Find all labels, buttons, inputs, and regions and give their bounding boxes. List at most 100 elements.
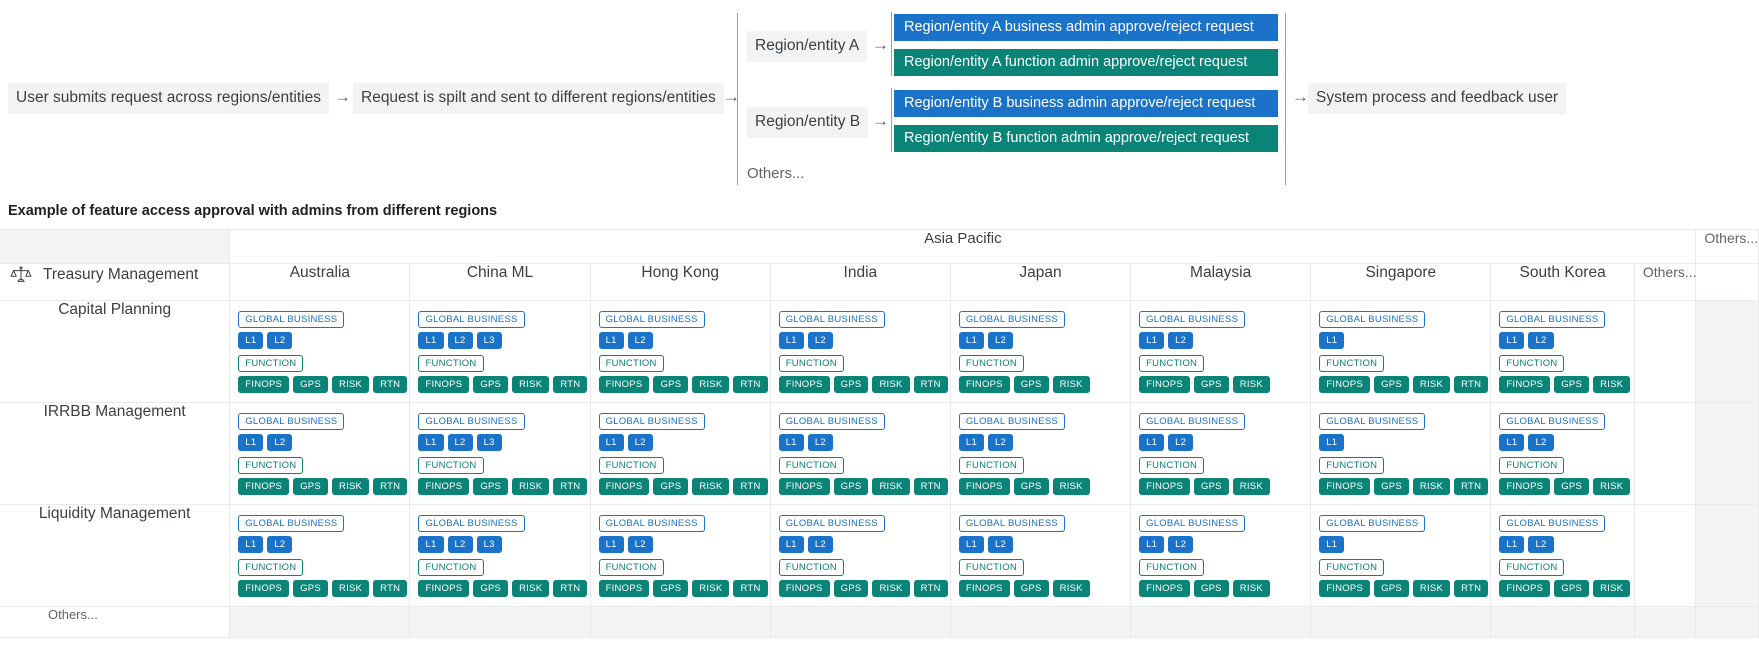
function-badge[interactable]: RISK [1593,478,1631,495]
country-header-japan[interactable]: Japan [949,263,1132,301]
matrix-cell-others[interactable] [1633,300,1697,403]
country-header-south-korea[interactable]: South Korea [1490,263,1635,301]
function-badge[interactable]: RISK [512,478,550,495]
function-badge[interactable]: FINOPS [1139,580,1190,597]
function-badge[interactable]: RTN [1454,580,1489,597]
function-badge[interactable]: FINOPS [598,376,650,393]
function-badge[interactable]: GPS [1013,376,1049,393]
function-badge[interactable]: FINOPS [778,580,830,597]
function-badge[interactable]: RISK [1412,580,1451,597]
function-badge[interactable]: FINOPS [778,478,830,495]
function-badge[interactable]: GPS [473,580,509,597]
business-badge[interactable]: L2 [1168,536,1194,553]
function-badge[interactable]: RISK [331,580,370,597]
function-badge[interactable]: FINOPS [1319,580,1371,597]
business-badge[interactable]: L3 [476,536,502,553]
business-badge[interactable]: L1 [238,332,264,349]
country-header-singapore[interactable]: Singapore [1310,263,1492,301]
function-badge[interactable]: FINOPS [238,376,290,393]
function-badge[interactable]: FINOPS [1499,376,1551,393]
function-badge[interactable]: RTN [913,376,948,393]
function-badge[interactable]: GPS [1193,376,1229,393]
business-badge[interactable]: L3 [476,332,502,349]
function-badge[interactable]: FINOPS [958,376,1010,393]
function-badge[interactable]: RISK [331,478,370,495]
function-badge[interactable]: FINOPS [238,580,290,597]
matrix-cell-others[interactable] [1633,504,1697,607]
business-badge[interactable]: L1 [958,536,984,553]
business-badge[interactable]: L2 [447,434,473,451]
function-badge[interactable]: FINOPS [418,376,470,393]
business-badge[interactable]: L1 [418,332,444,349]
business-badge[interactable]: L2 [807,332,833,349]
business-badge[interactable]: L2 [807,536,833,553]
function-badge[interactable]: RISK [872,376,910,393]
business-badge[interactable]: L1 [598,332,624,349]
business-badge[interactable]: L1 [1499,536,1525,553]
function-badge[interactable]: RISK [1593,376,1631,393]
function-badge[interactable]: FINOPS [418,478,470,495]
business-badge[interactable]: L1 [958,434,984,451]
function-badge[interactable]: FINOPS [1319,478,1371,495]
business-badge[interactable]: L2 [987,434,1014,451]
business-badge[interactable]: L1 [1499,434,1525,451]
function-badge[interactable]: GPS [833,376,869,393]
business-badge[interactable]: L1 [1319,332,1345,349]
function-badge[interactable]: GPS [1374,478,1409,495]
business-badge[interactable]: L2 [447,332,473,349]
business-badge[interactable]: L2 [807,434,833,451]
function-badge[interactable]: RISK [1593,580,1631,597]
function-badge[interactable]: FINOPS [1499,478,1551,495]
business-badge[interactable]: L2 [1168,332,1194,349]
function-badge[interactable]: RTN [373,376,408,393]
function-badge[interactable]: GPS [833,580,869,597]
function-badge[interactable]: RTN [1454,478,1489,495]
function-badge[interactable]: RISK [1232,580,1270,597]
business-badge[interactable]: L1 [418,434,444,451]
function-badge[interactable]: RTN [913,478,948,495]
function-badge[interactable]: RISK [872,580,910,597]
function-badge[interactable]: GPS [1193,478,1229,495]
function-badge[interactable]: RTN [733,376,768,393]
function-badge[interactable]: RTN [553,580,588,597]
function-badge[interactable]: GPS [293,478,328,495]
function-badge[interactable]: RTN [373,580,408,597]
business-badge[interactable]: L2 [447,536,473,553]
business-badge[interactable]: L1 [1139,434,1165,451]
function-badge[interactable]: RTN [733,580,768,597]
function-badge[interactable]: FINOPS [598,580,650,597]
function-badge[interactable]: FINOPS [418,580,470,597]
country-header-china-ml[interactable]: China ML [409,263,591,301]
country-header-australia[interactable]: Australia [229,263,411,301]
country-header-india[interactable]: India [769,263,951,301]
function-badge[interactable]: GPS [653,478,689,495]
function-badge[interactable]: RISK [1412,478,1451,495]
function-badge[interactable]: RISK [331,376,370,393]
business-badge[interactable]: L2 [1528,434,1554,451]
business-badge[interactable]: L2 [987,536,1014,553]
function-badge[interactable]: GPS [1554,478,1590,495]
country-header-malaysia[interactable]: Malaysia [1130,263,1312,301]
business-badge[interactable]: L1 [1139,332,1165,349]
function-badge[interactable]: RTN [553,478,588,495]
function-badge[interactable]: GPS [1554,376,1590,393]
function-badge[interactable]: RTN [553,376,588,393]
function-badge[interactable]: RISK [692,580,730,597]
